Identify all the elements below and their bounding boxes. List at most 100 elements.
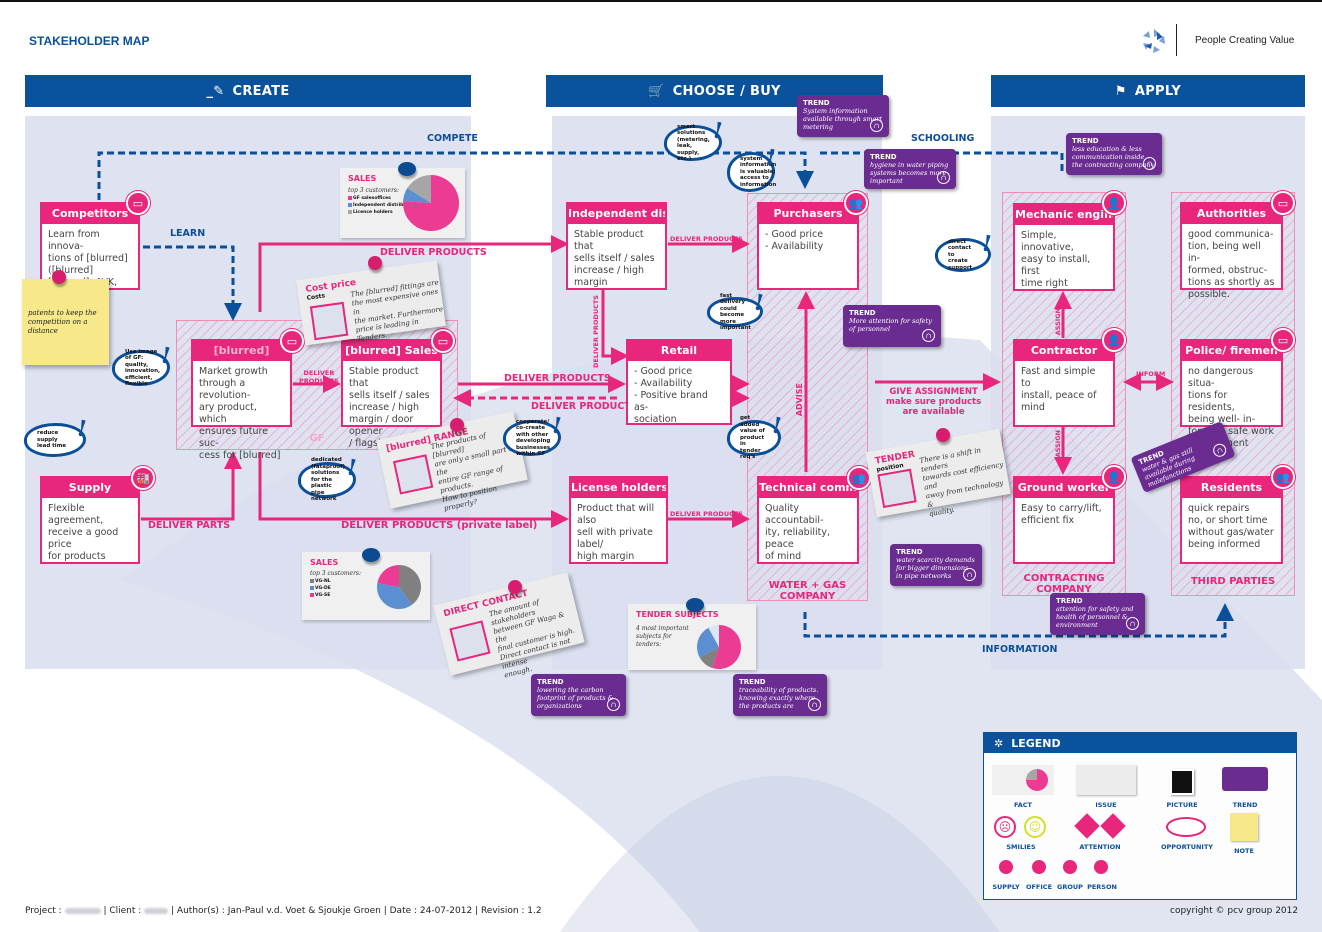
redacted-text — [64, 907, 101, 914]
pie-slice-vg-nl — [399, 565, 421, 605]
copyright: copyright © pcv group 2012 — [1170, 906, 1299, 916]
group-icon: 👥 — [847, 466, 871, 490]
stakeholder-company[interactable]: [blurred] Market growth through a revolu… — [191, 339, 292, 461]
pie-slice-technical-aspects — [697, 627, 719, 658]
pie-slice-price — [712, 625, 741, 669]
legend-note-sample — [1230, 813, 1258, 841]
stakeholder-technical-committee[interactable]: Technical committe Quality accountabil- … — [757, 476, 859, 564]
opportunity-cloud[interactable]: reduce supply lead time! — [24, 415, 90, 457]
stakeholder-purchasers[interactable]: Purchasers - Good price - Availability — [757, 202, 859, 290]
flow-label-deliver-products-private: DELIVER PRODUCTS (private label) — [341, 520, 538, 531]
issue-picture — [392, 454, 434, 495]
pie-slice-vg-se — [377, 565, 399, 587]
issue-picture — [449, 620, 491, 662]
legend-entry: VG-NL — [310, 578, 422, 585]
opportunity-cloud[interactable]: cooperate/ co-create with other developi… — [503, 412, 565, 457]
opportunity-cloud[interactable]: Use image of GF: quality, innovation, ef… — [112, 342, 174, 387]
tagline: People Creating Value — [1195, 35, 1295, 46]
pie-slice-quality — [708, 625, 719, 647]
redacted-text — [144, 907, 169, 914]
binoculars-icon: ∩ — [1126, 617, 1139, 630]
stakeholder-independent-distr[interactable]: Independent distr. Stable product that s… — [566, 202, 667, 290]
stakeholder-license-holders[interactable]: License holders Product that will also s… — [569, 476, 668, 564]
legend-label-smilies: SMILIES — [1006, 843, 1036, 851]
legend-entry: GF salesoffices — [348, 195, 457, 202]
flow-label-schooling: SCHOOLING — [911, 133, 975, 144]
column-header-apply[interactable]: ⚑ APPLY — [991, 75, 1305, 107]
stakeholder-authorities[interactable]: Authorities good communica- tion, being … — [1180, 202, 1283, 300]
stakeholder-mechanic-engineer[interactable]: Mechanic engineer Simple, innovative, ea… — [1013, 203, 1115, 291]
sales-bottom-pie-chart — [377, 565, 421, 609]
sad-face-icon: ☹ — [994, 816, 1016, 838]
legend-fact-sample — [992, 765, 1054, 795]
stakeholder-residents[interactable]: Residents quick repairs no, or short tim… — [1180, 476, 1283, 564]
tender-subjects-pie-chart — [697, 625, 741, 669]
stakeholder-retail[interactable]: Retail - Good price - Availability - Pos… — [626, 339, 732, 425]
legend-label-note: NOTE — [1234, 847, 1254, 855]
sales-top-pie-chart — [403, 175, 459, 231]
flow-label-deliver-products-license: DELIVER PRODUCTS — [670, 510, 743, 518]
flow-label-inform: INFORM — [1136, 370, 1166, 378]
person-icon: 👤 — [1102, 191, 1126, 215]
legend-label-opportunity: OPPORTUNITY — [1160, 843, 1213, 851]
opportunity-cloud[interactable]: smart solutions (metering, leak, supply,… — [664, 117, 726, 162]
stakeholder-ground-worker[interactable]: Ground worker Easy to carry/lift, effici… — [1013, 476, 1115, 564]
flow-label-learn: LEARN — [170, 228, 206, 239]
stakeholder-supply[interactable]: Supply Flexible agreement, receive a goo… — [40, 476, 140, 564]
binoculars-icon: ∩ — [870, 119, 883, 132]
opportunity-cloud[interactable]: system information is valuable; access t… — [727, 144, 779, 192]
office-icon: ▭ — [1271, 328, 1295, 352]
legend-label-trend: TREND — [1232, 801, 1258, 809]
pin-icon — [362, 548, 380, 562]
stakeholder-police-firemen[interactable]: Police/ firemen no dangerous situa- tion… — [1180, 339, 1283, 449]
legend-picture-sample — [1170, 769, 1194, 795]
pencil-icon: _✎ — [206, 83, 225, 99]
legend-label-person: PERSON — [1087, 883, 1117, 891]
supply-icon — [999, 860, 1013, 874]
page-title: STAKEHOLDER MAP — [29, 34, 150, 48]
fact-sales-top[interactable]: SALES top 3 customers: GF salesoffices I… — [340, 168, 465, 238]
opportunity-cloud[interactable]: fast delivery could become more importan… — [707, 289, 767, 331]
stakeholder-sales[interactable]: [blurred] Sales Stable product that sell… — [341, 339, 442, 449]
pin-icon — [368, 256, 382, 270]
issue-picture — [877, 468, 917, 509]
legend-label-fact: FACT — [1014, 801, 1032, 809]
flow-label-deliver-parts: DELIVER PARTS — [148, 520, 231, 531]
opportunity-cloud[interactable]: dedicated (fataproof) solutions for the … — [298, 454, 360, 502]
legend-entry: VG-DE — [310, 585, 422, 592]
opportunity-cloud[interactable]: get added value of product in tender req… — [727, 412, 785, 460]
stakeholder-contractor[interactable]: Contractor Fast and simple to install, p… — [1013, 339, 1115, 427]
office-icon: ▭ — [126, 191, 150, 215]
supply-icon: 🏭 — [131, 466, 155, 490]
opportunity-cloud[interactable]: direct contact to create support! — [935, 230, 995, 272]
binoculars-icon: ∩ — [1211, 441, 1229, 459]
legend-issue-sample — [1076, 765, 1136, 795]
person-icon: 👤 — [1102, 465, 1126, 489]
legend-entry: VG-SE — [310, 592, 422, 599]
issue-tender[interactable]: TENDER position There is a shift in tend… — [865, 428, 1011, 518]
column-header-create[interactable]: _✎ CREATE — [25, 75, 471, 107]
flow-label-deliver-products-vertical: DELIVER PRODUCTS — [592, 295, 600, 368]
flow-label-advise: ADVISE — [795, 383, 804, 417]
fact-tender-subjects[interactable]: TENDER SUBJECTS 4 most important subject… — [628, 604, 756, 670]
note-patents[interactable]: patents to keep the competition on a dis… — [22, 279, 109, 365]
binoculars-icon: ∩ — [922, 329, 935, 342]
footer-info: Project : | Client : | Author(s) : Jan-P… — [25, 906, 542, 916]
pcv-logo-icon — [1143, 29, 1165, 53]
pin-icon — [398, 162, 416, 176]
office-icon: ▭ — [431, 329, 455, 353]
binoculars-icon: ∩ — [963, 568, 976, 581]
binoculars-icon: ∩ — [808, 698, 821, 711]
flow-label-deliver-products-inner: DELIVER PRODUCTS — [299, 369, 339, 385]
flow-label-give-assignment: GIVE ASSIGNMENT make sure products are a… — [886, 387, 982, 417]
fact-sales-bottom[interactable]: SALES top 3 customers: VG-NL VG-DE VG-SE — [302, 552, 430, 620]
legend-label-attention: ATTENTION — [1079, 843, 1121, 851]
